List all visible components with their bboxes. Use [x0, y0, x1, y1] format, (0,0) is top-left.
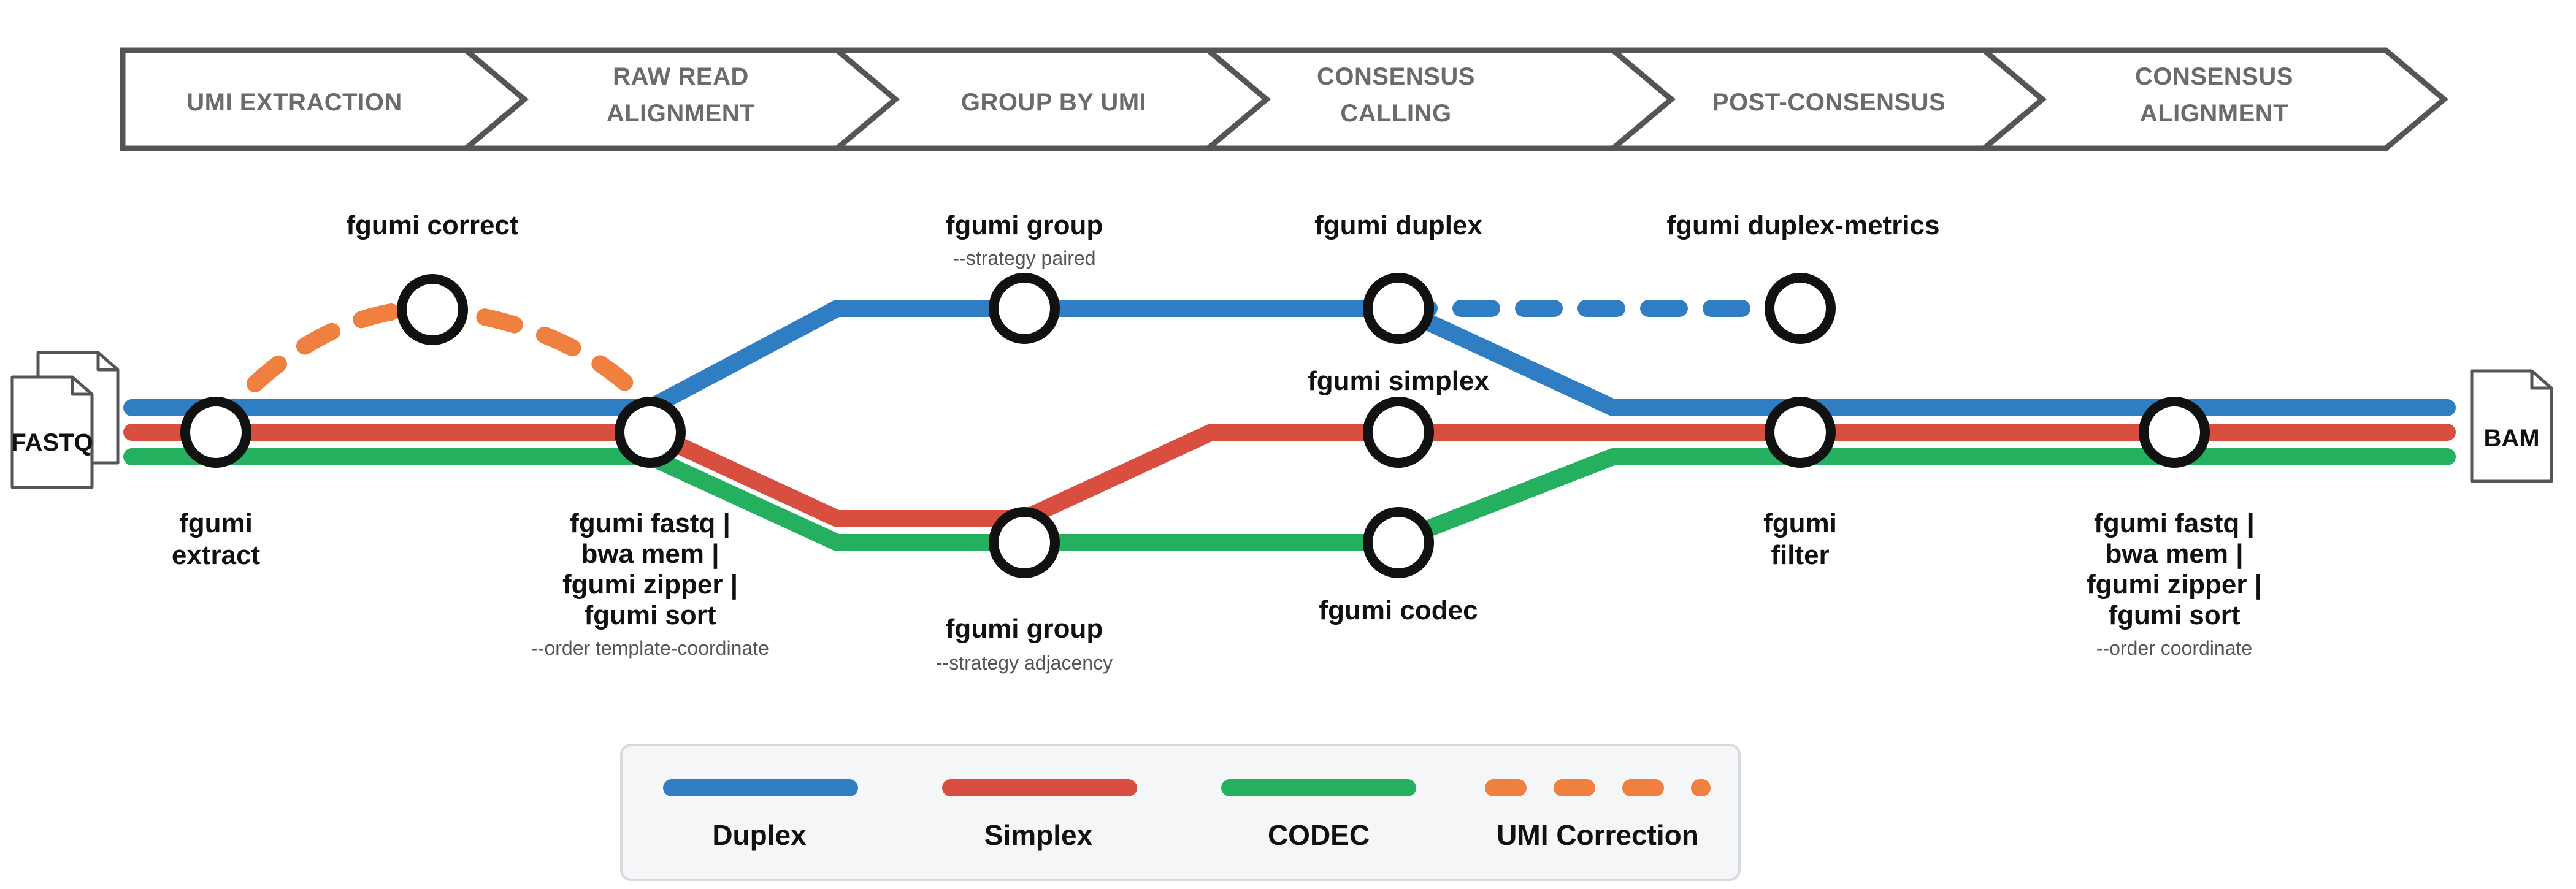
node-group-adjacency-label: fgumi group	[946, 614, 1103, 644]
duplex-track	[123, 300, 2456, 416]
node-align-consensus-label: bwa mem |	[2105, 539, 2243, 570]
node-codec	[1363, 507, 1434, 578]
node-group-adjacency	[989, 507, 1060, 578]
legend-item-codec: CODEC	[1221, 779, 1416, 851]
legend-item-umi-correction: UMI Correction	[1485, 779, 1711, 851]
node-labels: fgumi extract fgumi correct fgumi fastq …	[172, 210, 2262, 674]
node-extract-label: extract	[172, 540, 261, 570]
stage-label: UMI EXTRACTION	[186, 89, 402, 116]
stage-label: CALLING	[1340, 100, 1451, 127]
codec-track	[123, 448, 2456, 551]
stage-label: POST-CONSENSUS	[1712, 89, 1945, 116]
node-duplex-metrics-label: fgumi duplex-metrics	[1667, 210, 1940, 240]
node-align-raw-label: fgumi fastq |	[570, 508, 730, 539]
legend-label-umi-correction: UMI Correction	[1497, 819, 1699, 851]
pipeline-tracks	[123, 300, 2456, 551]
fastq-file-icon: FASTQ	[10, 351, 120, 489]
node-group-paired-label: fgumi group	[946, 210, 1103, 240]
simplex-track	[123, 424, 2456, 527]
stage-label: ALIGNMENT	[2140, 100, 2288, 127]
node-duplex-metrics	[1765, 273, 1836, 344]
legend-label-duplex: Duplex	[712, 819, 807, 851]
node-align-raw-label: bwa mem |	[581, 539, 719, 570]
stage-label: CONSENSUS	[1317, 63, 1475, 90]
stage-label: RAW READ	[613, 63, 749, 90]
legend-item-simplex: Simplex	[942, 779, 1137, 851]
bam-file-icon: BAM	[2470, 369, 2553, 483]
legend: Duplex Simplex CODEC UMI Correction	[620, 744, 1741, 881]
stage-label: GROUP BY UMI	[961, 89, 1146, 116]
node-align-raw-label: fgumi zipper |	[562, 570, 738, 600]
station-nodes	[180, 273, 2210, 578]
stage-labels: UMI EXTRACTION RAW READ ALIGNMENT GROUP …	[186, 63, 2293, 127]
node-filter-label: filter	[1771, 540, 1829, 570]
node-align-consensus-label: fgumi fastq |	[2094, 508, 2255, 539]
legend-item-duplex: Duplex	[663, 779, 858, 851]
node-align-consensus	[2139, 397, 2210, 468]
bam-file-label: BAM	[2483, 425, 2539, 452]
node-group-adjacency-sub-label: --strategy adjacency	[936, 652, 1113, 674]
stage-banner	[120, 47, 2448, 151]
stage-label: CONSENSUS	[2135, 63, 2293, 90]
node-duplex	[1363, 273, 1434, 344]
node-align-consensus-label: fgumi zipper |	[2087, 570, 2262, 600]
node-align-consensus-sub-label: --order coordinate	[2096, 637, 2252, 659]
node-align-consensus-label: fgumi sort	[2108, 600, 2240, 630]
node-filter	[1765, 397, 1836, 468]
legend-label-codec: CODEC	[1268, 819, 1370, 851]
fastq-file-label: FASTQ	[11, 429, 93, 456]
node-duplex-label: fgumi duplex	[1314, 210, 1482, 240]
node-filter-label: fgumi	[1763, 508, 1837, 538]
node-simplex-label: fgumi simplex	[1308, 366, 1489, 396]
node-simplex	[1363, 397, 1434, 468]
legend-label-simplex: Simplex	[984, 819, 1093, 851]
legend-box	[620, 744, 1741, 881]
stage-consensus-alignment	[1976, 47, 2448, 151]
node-align-raw	[615, 397, 686, 468]
node-group-paired	[989, 273, 1060, 344]
node-align-raw-label: fgumi sort	[584, 600, 716, 630]
node-extract	[180, 397, 251, 468]
node-correct-label: fgumi correct	[346, 210, 519, 240]
node-correct	[397, 274, 468, 345]
node-align-raw-sub-label: --order template-coordinate	[531, 637, 769, 659]
node-group-paired-sub-label: --strategy paired	[953, 247, 1096, 269]
node-codec-label: fgumi codec	[1319, 595, 1478, 625]
stage-label: ALIGNMENT	[607, 100, 755, 127]
node-extract-label: fgumi	[179, 508, 253, 538]
